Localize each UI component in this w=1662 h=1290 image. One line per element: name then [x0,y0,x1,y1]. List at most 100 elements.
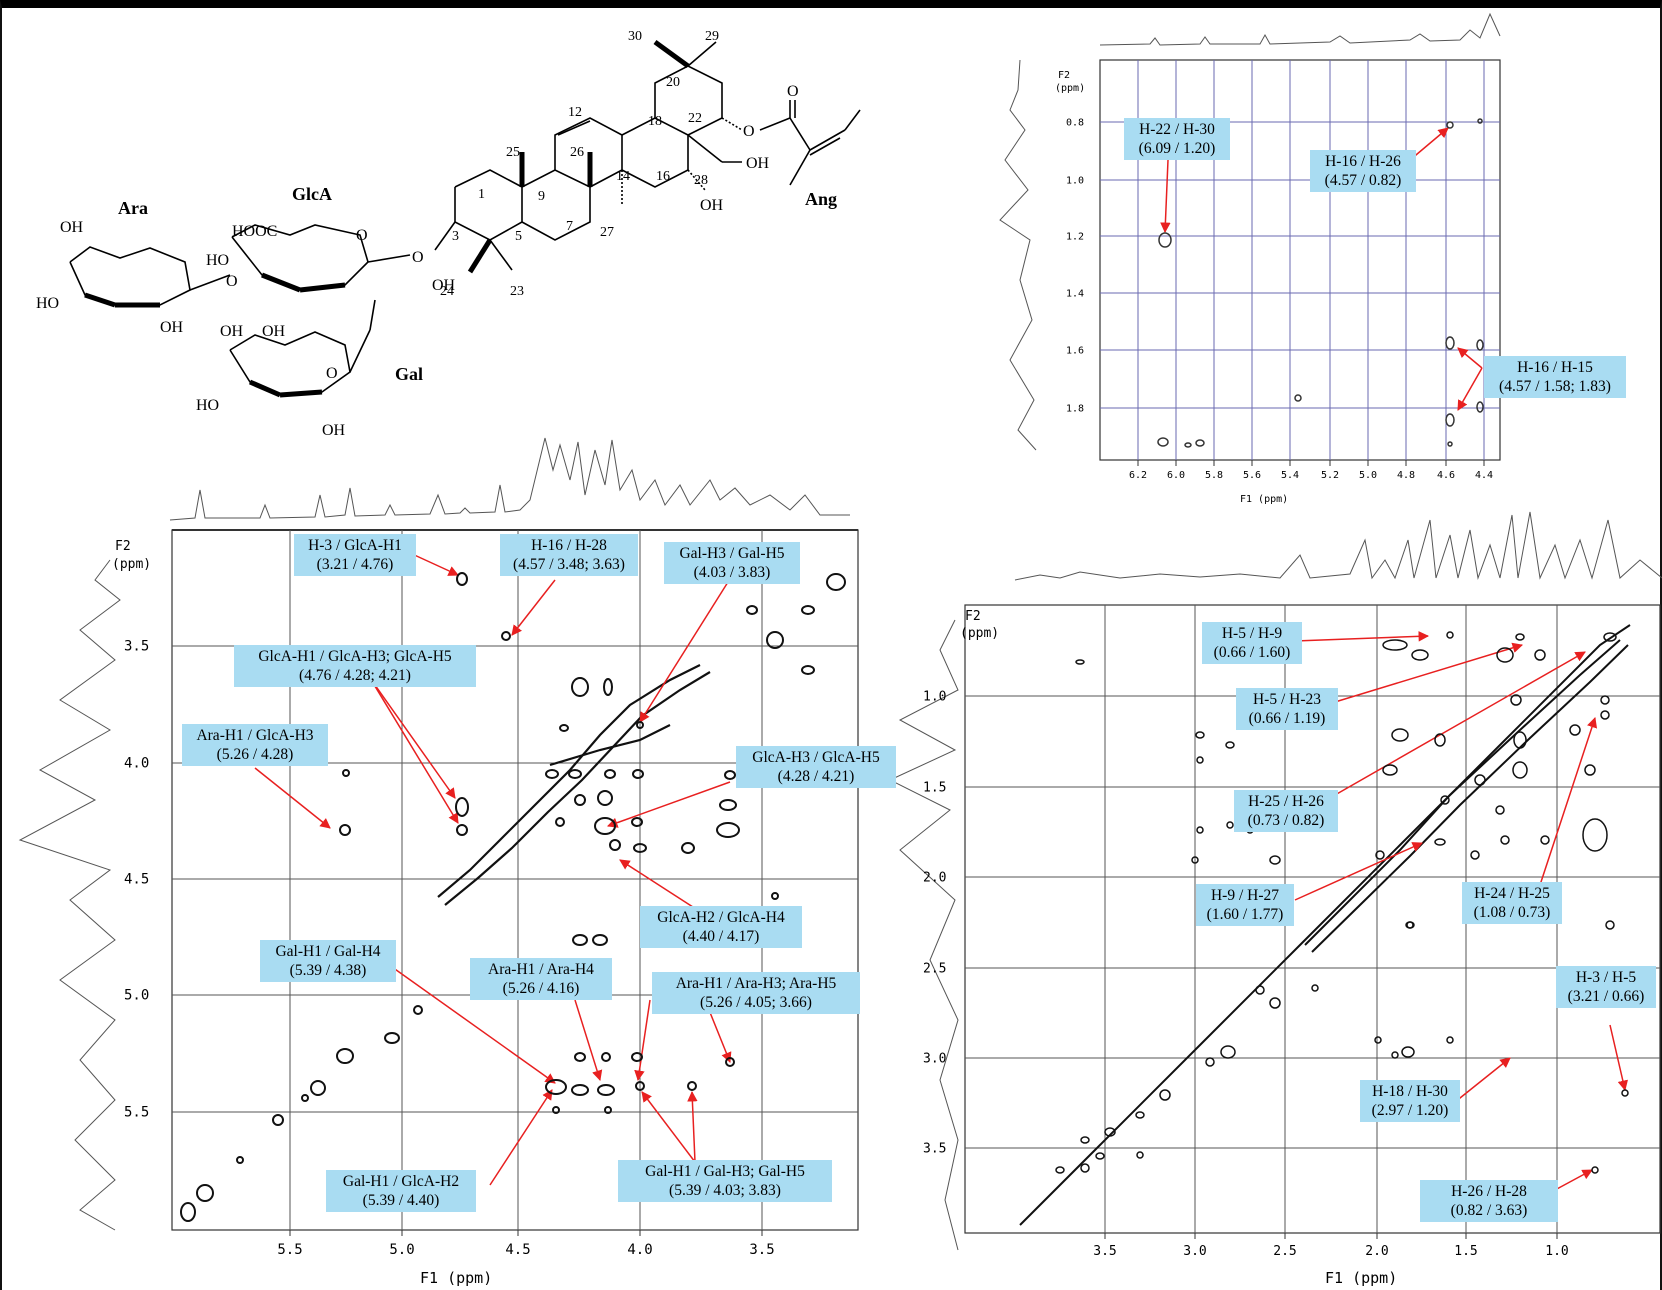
nmr-peak [1375,850,1385,860]
x-tick-label: 6.0 [1167,470,1185,481]
correlation-label: H-16 / H-28(4.57 / 3.48; 3.63) [500,534,638,576]
nmr-peak [1540,835,1550,845]
nmr-peak [1434,733,1446,747]
carbon-number: 30 [628,29,642,44]
nmr-peak [1445,413,1455,427]
carbon-number: 14 [616,169,630,184]
y-tick-label: 1.4 [1066,288,1084,299]
nmr-peak [633,843,647,853]
nmr-peak [724,770,736,780]
nmr-peak [687,1081,697,1091]
x-tick-label: 2.5 [1273,1244,1296,1259]
y-tick-label: 1.0 [923,689,946,704]
carbon-number: 20 [666,75,680,90]
x-tick-label: 4.4 [1475,470,1493,481]
x-tick-label: 4.5 [505,1242,530,1258]
y-tick-label: 3.5 [923,1141,946,1156]
ara-label: Ara [118,198,148,218]
nmr-peak [1135,1111,1145,1119]
correlation-label: H-5 / H-9(0.66 / 1.60) [1202,622,1302,664]
carbon-number: 18 [648,114,662,129]
nmr-peak [1500,835,1510,845]
nmr-peak [1584,764,1596,776]
nmr-peak [601,1052,611,1062]
y-tick-label: 2.0 [923,870,946,885]
nmr-peak [552,1106,560,1114]
nmr-peak [1195,439,1205,447]
nmr-peak [826,573,846,591]
carbon-number: 12 [568,105,582,120]
y-tick-label: 2.5 [923,961,946,976]
nmr-peak [568,769,582,779]
group-label: O [326,365,338,382]
group-label: O [787,83,799,100]
nmr-peak [1582,818,1608,852]
nmr-peak [236,1156,244,1164]
nmr-peak [1515,633,1525,641]
group-label: OH [432,277,456,294]
br-ylabel-1: F2 [965,609,981,624]
nmr-peak [574,1052,586,1062]
nmr-peak [272,1114,284,1126]
y-tick-label: 3.5 [124,639,149,655]
x-tick-label: 5.4 [1281,470,1299,481]
nmr-peak [716,822,740,838]
br-peak-group [1055,631,1629,1174]
correlation-label: GlcA-H3 / GlcA-H5(4.28 / 4.21) [736,746,896,788]
nmr-peak [384,1032,400,1044]
group-label: O [743,123,755,140]
y-tick-label: 1.6 [1066,345,1084,356]
group-label: OH [262,323,286,340]
nmr-peak [632,769,644,779]
nmr-peak [1447,441,1453,447]
group-label: O [356,227,368,244]
nmr-peak [1095,1152,1105,1160]
correlation-label: H-22 / H-30(6.09 / 1.20) [1124,118,1230,160]
nmr-peak [571,1084,589,1096]
group-label: HO [196,397,219,414]
nmr-peak [1311,984,1319,992]
nmr-peak [1440,795,1450,805]
nmr-peak [1391,728,1409,742]
correlation-label: H-16 / H-26(4.57 / 0.82) [1310,150,1416,192]
br-diagonal [1019,624,1631,1226]
y-tick-label: 1.0 [1066,175,1084,186]
correlation-label: H-25 / H-26(0.73 / 0.82) [1234,790,1338,832]
nmr-peak [1476,401,1484,413]
nmr-peak [635,1081,645,1091]
group-label: O [226,273,238,290]
nmr-peak [572,934,588,946]
nmr-peak [1269,997,1281,1009]
chemical-structure: Ara GlcA Gal Ang OH HO OH HOOC HO OH OH … [36,29,861,439]
correlation-label: H-16 / H-15(4.57 / 1.58; 1.83) [1484,356,1626,398]
nmr-peak [1512,761,1528,779]
nmr-peak [455,797,469,817]
carbon-number: 3 [452,229,459,244]
nmr-peak [1401,1046,1415,1058]
nmr-peak [1446,1036,1454,1044]
nmr-peak [1220,1045,1236,1059]
tl-peak-group [180,572,846,1222]
correlation-label: Ara-H1 / Ara-H4(5.26 / 4.16) [470,958,612,1000]
carbon-number: 26 [570,145,584,160]
nmr-peak [1225,741,1235,749]
nmr-peak [555,817,565,827]
nmr-peak [1191,856,1199,864]
x-tick-label: 5.0 [1359,470,1377,481]
nmr-peak [1446,121,1454,129]
nmr-peak [1159,1089,1171,1101]
group-label: OH [700,197,724,214]
y-tick-label: 4.5 [124,872,149,888]
nmr-peak [801,605,815,615]
nmr-peak [1136,1151,1144,1159]
nmr-peak [1605,920,1615,930]
group-label: OH [746,155,770,172]
nmr-peak [1513,731,1527,749]
carbon-number: 25 [506,145,520,160]
correlation-label: Gal-H1 / Gal-H3; Gal-H5(5.39 / 4.03; 3.8… [618,1160,832,1202]
carbon-number: 23 [510,284,524,299]
tr-plot-area [1099,59,1501,461]
x-tick-label: 3.5 [749,1242,774,1258]
aglycone-rings [434,39,861,274]
